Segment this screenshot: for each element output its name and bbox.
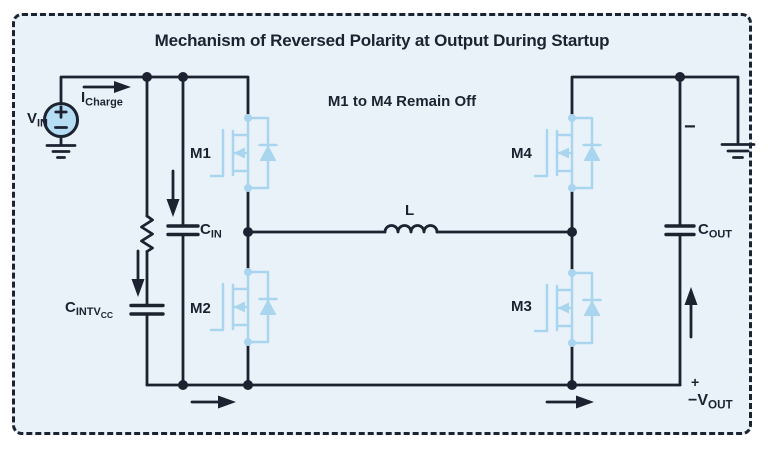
vout-label-main: −V [688,392,709,409]
icharge-label: ICharge [81,89,123,109]
cout-label-main: C [698,221,709,238]
cout-label-sub: OUT [708,228,732,241]
cintvcc-capacitor-icon [129,303,165,316]
plus-sign-icon [54,105,68,119]
vout-label-sub: OUT [708,398,733,412]
cin-label: CIN [200,221,222,241]
cin-label-sub: IN [210,228,222,241]
cout-capacitor-icon [664,224,696,237]
cintvcc-label-sub-text: INTV [75,306,101,319]
cintvcc-current-arrow-icon [131,249,145,297]
vin-label-main: V [27,110,38,127]
m2-label: M2 [190,300,211,317]
m3-label: M3 [511,298,532,315]
wire-output-top-rail [570,75,740,145]
output-minus-label: − [684,116,696,138]
cintvcc-label-subsub: CC [100,310,114,321]
inductor-icon [383,224,439,234]
mosfet-m3-icon [533,267,602,349]
bottom-left-current-arrow-icon [190,395,236,409]
m4-label: M4 [511,145,532,162]
inductor-label: L [405,202,415,219]
cintvcc-label-main: C [65,299,76,316]
wire-input-top-rail [59,75,250,120]
junction-dots [142,72,685,390]
resistor-icon [140,214,154,253]
cintvcc-label: CINTVCC [65,299,114,321]
mosfet-m1-icon [209,112,278,194]
cintvcc-label-sub: INTVCC [75,306,114,321]
vout-label: −VOUT [688,392,733,411]
cin-current-arrow-icon [166,169,180,217]
note-m1-m4-off: M1 to M4 Remain Off [327,93,477,110]
cout-current-arrow-icon [684,287,698,339]
ground-icon-output [720,143,756,159]
icharge-label-sub: Charge [85,96,123,109]
diagram-panel [12,13,752,435]
icharge-arrow-icon [82,81,131,93]
mosfet-m4-icon [533,112,602,194]
cin-label-main: C [200,221,211,238]
bottom-right-current-arrow-icon [545,395,594,409]
output-plus-label: + [691,374,700,390]
m1-label: M1 [190,145,211,162]
cout-label: COUT [698,221,732,241]
voltage-source-icon [43,102,79,159]
icharge-label-main: I [81,89,86,106]
cin-capacitor-icon [166,224,200,237]
ground-icon-input [45,144,77,159]
vin-label: VIN [27,110,48,130]
mosfet-m2-icon [209,266,278,348]
vin-label-sub: IN [37,117,48,130]
page-title: Mechanism of Reversed Polarity at Output… [154,31,610,50]
